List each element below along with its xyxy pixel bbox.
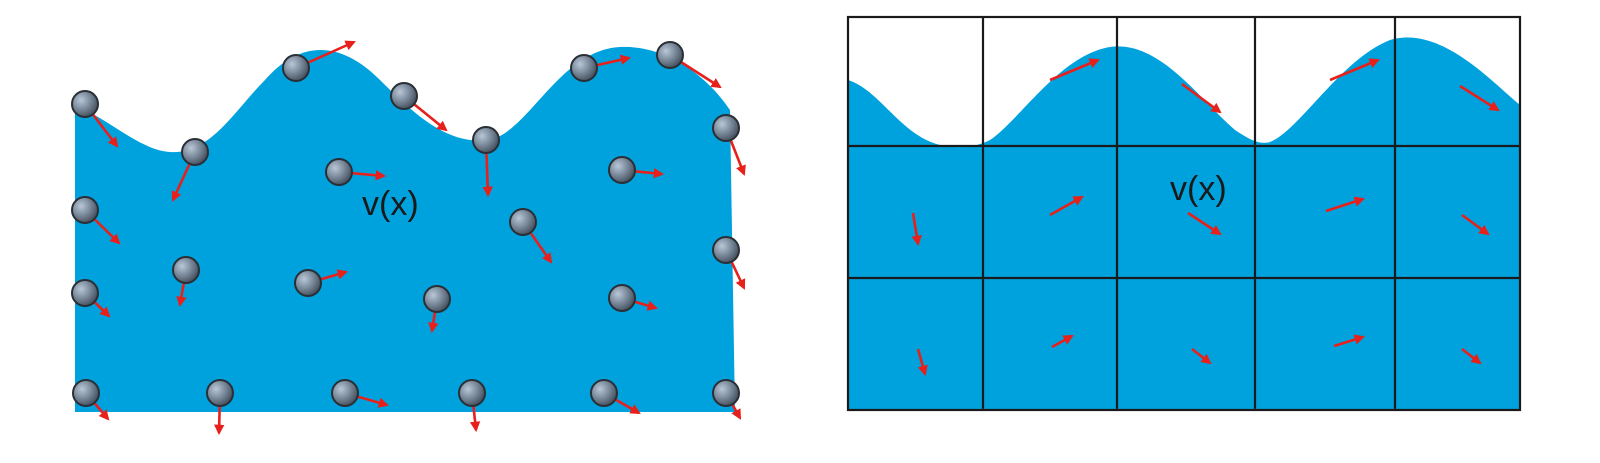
fluid-particle: [656, 41, 684, 69]
fluid-particle: [331, 379, 359, 407]
fluid-particle: [282, 54, 310, 82]
eulerian-grid: [846, 15, 1522, 412]
left-fluid-region: [75, 46, 735, 413]
fluid-particle: [390, 82, 418, 110]
fluid-particle: [472, 126, 500, 154]
grid-border: [846, 15, 1522, 412]
grid-velocity-arrow: [1049, 58, 1100, 82]
fluid-particle: [712, 236, 740, 264]
lagrangian-panel: v(x): [71, 40, 746, 436]
fluid-particle: [181, 138, 209, 166]
fluid-particle: [325, 158, 353, 186]
grid-velocity-arrow: [1329, 58, 1380, 82]
grid-velocity-arrow: [1181, 82, 1222, 114]
grid-velocity-arrow: [1461, 347, 1482, 365]
right-velocity-field-label: v(x): [1170, 170, 1227, 208]
grid-velocity-arrow: [1333, 334, 1365, 348]
grid-velocity-arrow: [1187, 211, 1222, 236]
grid-velocity-arrow: [1191, 347, 1212, 365]
fluid-particle: [71, 279, 99, 307]
grid-velocity-arrow: [1325, 196, 1365, 213]
grid-velocity-arrow: [1049, 195, 1084, 217]
right-fluid-region: [848, 37, 1520, 411]
right-velocity-arrows: [911, 58, 1500, 377]
grid-velocity-arrow: [1461, 213, 1490, 236]
fluid-particle: [509, 208, 537, 236]
fluid-particle: [712, 114, 740, 142]
fluid-particle: [712, 379, 740, 407]
grid-velocity-arrow: [911, 212, 922, 247]
fluid-particle: [294, 269, 322, 297]
grid-velocity-arrow: [1459, 84, 1500, 112]
fluid-particle: [206, 379, 234, 407]
fluid-particle: [608, 156, 636, 184]
fluid-particle: [608, 284, 636, 312]
fluid-particle: [423, 285, 451, 313]
fluid-particle: [71, 90, 99, 118]
grid-velocity-arrow: [916, 348, 928, 377]
fluid-particle: [590, 379, 618, 407]
fluid-particle: [570, 54, 598, 82]
fluid-particle: [72, 379, 100, 407]
left-particles: [71, 41, 740, 407]
eulerian-panel: v(x): [846, 15, 1522, 412]
fluid-particle: [172, 256, 200, 284]
grid-velocity-arrow: [1051, 334, 1074, 349]
left-velocity-field-label: v(x): [362, 185, 419, 223]
fluid-particle: [71, 196, 99, 224]
fluid-particle: [458, 379, 486, 407]
